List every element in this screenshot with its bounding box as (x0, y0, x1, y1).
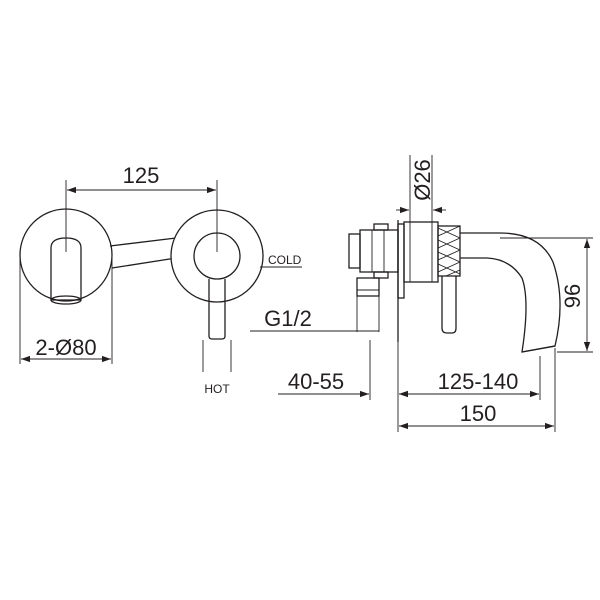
handle-lever-side (441, 276, 457, 334)
wall-depth-label: 40-55 (288, 369, 344, 394)
spout-projection-label: 125-140 (438, 369, 519, 394)
front-view: 125 2-Ø80 COLD HOT (19, 163, 302, 396)
handle-cap (437, 225, 461, 277)
centre-distance-label: 125 (123, 163, 160, 188)
spout-outlet (50, 295, 82, 305)
spout-side (460, 232, 561, 353)
plate-diameter-label: 2-Ø80 (35, 335, 96, 360)
side-view: Ø26 G1/2 40-55 125-140 150 96 (250, 155, 593, 432)
overall-projection-label: 150 (460, 401, 497, 426)
handle-lever-front (208, 279, 226, 340)
spout-height-label: 96 (560, 284, 585, 308)
thread-label: G1/2 (264, 306, 312, 331)
handle-housing (403, 221, 439, 283)
cold-label: COLD (268, 253, 302, 267)
valve-flange (348, 233, 361, 269)
valve-bottom-cap (373, 271, 389, 279)
connection-pipe-upper (109, 237, 177, 247)
valve-body (359, 229, 399, 273)
spout-body-front (50, 237, 82, 301)
trim-plate-side (397, 223, 405, 299)
water-inlet-stub (356, 277, 380, 297)
spout-tip (521, 345, 556, 353)
handle-diameter-label: Ø26 (410, 159, 435, 201)
knurl-pattern (437, 225, 461, 277)
hot-label: HOT (204, 382, 230, 396)
valve-top-cap (373, 223, 389, 231)
connection-pipe-lower (111, 257, 177, 269)
